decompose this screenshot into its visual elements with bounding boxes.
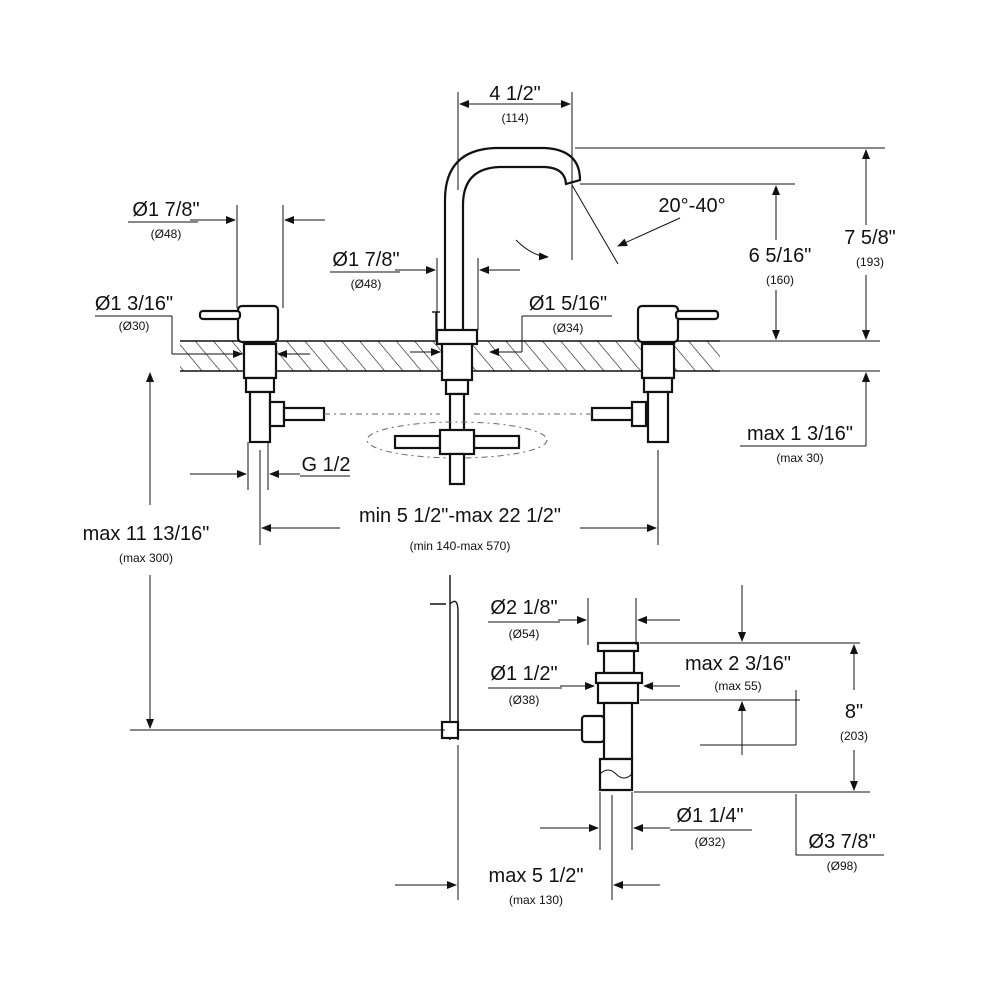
supply-connections — [324, 413, 592, 486]
countertop-section — [180, 340, 880, 372]
svg-text:max 2 3/16": max 2 3/16" — [685, 653, 791, 675]
svg-text:(Ø48): (Ø48) — [151, 227, 182, 241]
svg-text:(max 300): (max 300) — [119, 551, 173, 565]
svg-text:(Ø32): (Ø32) — [695, 835, 726, 849]
svg-text:(Ø38): (Ø38) — [509, 693, 540, 707]
svg-text:(max 30): (max 30) — [776, 451, 823, 465]
label-shank-dia: Ø1 3/16" (Ø30) — [95, 293, 173, 333]
label-drain-flange-dia: Ø2 1/8" (Ø54) — [490, 597, 557, 641]
label-depth: max 11 13/16" (max 300) — [83, 523, 210, 565]
label-drain-thickness: max 2 3/16" (max 55) — [685, 653, 791, 693]
svg-text:(Ø34): (Ø34) — [553, 321, 584, 335]
svg-text:max 1 3/16": max 1 3/16" — [747, 423, 853, 445]
right-handle — [590, 304, 720, 444]
label-thread: G 1/2 — [302, 454, 351, 476]
label-deck-thickness: max 1 3/16" (max 30) — [747, 423, 853, 465]
left-handle — [198, 304, 326, 444]
svg-text:7 5/8": 7 5/8" — [844, 227, 896, 249]
label-drain-body-dia: Ø1 1/2" (Ø38) — [490, 663, 557, 707]
label-spout-neck-dia: Ø1 5/16" (Ø34) — [529, 293, 607, 335]
svg-text:(160): (160) — [766, 273, 794, 287]
svg-text:max 5 1/2": max 5 1/2" — [489, 865, 584, 887]
label-spread: min 5 1/2"-max 22 1/2" (min 140-max 570) — [359, 505, 561, 553]
label-spout-height: 6 5/16" (160) — [749, 245, 812, 287]
label-spout-base-dia: Ø1 7/8" (Ø48) — [332, 249, 399, 291]
label-drain-height: 8" (203) — [840, 701, 868, 743]
svg-text:4 1/2": 4 1/2" — [489, 83, 541, 105]
svg-text:(203): (203) — [840, 729, 868, 743]
svg-text:Ø2 1/8": Ø2 1/8" — [490, 597, 557, 619]
svg-text:(Ø48): (Ø48) — [351, 277, 382, 291]
svg-text:Ø1 3/16": Ø1 3/16" — [95, 293, 173, 315]
svg-text:max 11 13/16": max 11 13/16" — [83, 523, 210, 545]
svg-text:(193): (193) — [856, 255, 884, 269]
label-rod-offset: max 5 1/2" (max 130) — [489, 865, 584, 907]
svg-text:(max 55): (max 55) — [714, 679, 761, 693]
svg-text:Ø1 7/8": Ø1 7/8" — [132, 199, 199, 221]
label-tailpiece-dia: Ø1 1/4" (Ø32) — [676, 805, 743, 849]
svg-text:G 1/2: G 1/2 — [302, 454, 351, 476]
svg-text:20°-40°: 20°-40° — [658, 195, 725, 217]
svg-text:Ø1 1/2": Ø1 1/2" — [490, 663, 557, 685]
label-handle-dia: Ø1 7/8" (Ø48) — [132, 199, 199, 241]
svg-text:Ø1 7/8": Ø1 7/8" — [332, 249, 399, 271]
svg-text:Ø1 5/16": Ø1 5/16" — [529, 293, 607, 315]
svg-text:Ø3 7/8": Ø3 7/8" — [808, 831, 875, 853]
svg-text:Ø1 1/4": Ø1 1/4" — [676, 805, 743, 827]
svg-text:(max 130): (max 130) — [509, 893, 563, 907]
svg-text:6 5/16": 6 5/16" — [749, 245, 812, 267]
svg-text:(Ø54): (Ø54) — [509, 627, 540, 641]
label-spout-width: 4 1/2" (114) — [489, 83, 541, 125]
label-nut-dia: Ø3 7/8" (Ø98) — [808, 831, 875, 873]
label-total-height: 7 5/8" (193) — [844, 227, 896, 269]
svg-text:(114): (114) — [501, 111, 528, 125]
pop-up-drain — [430, 575, 644, 792]
svg-text:(min 140-max 570): (min 140-max 570) — [410, 539, 511, 553]
label-angle: 20°-40° — [658, 195, 725, 217]
svg-text:min 5 1/2"-max 22 1/2": min 5 1/2"-max 22 1/2" — [359, 505, 561, 527]
svg-text:8": 8" — [845, 701, 863, 723]
dimension-lines — [95, 92, 885, 900]
svg-text:(Ø30): (Ø30) — [119, 319, 150, 333]
svg-text:(Ø98): (Ø98) — [827, 859, 858, 873]
